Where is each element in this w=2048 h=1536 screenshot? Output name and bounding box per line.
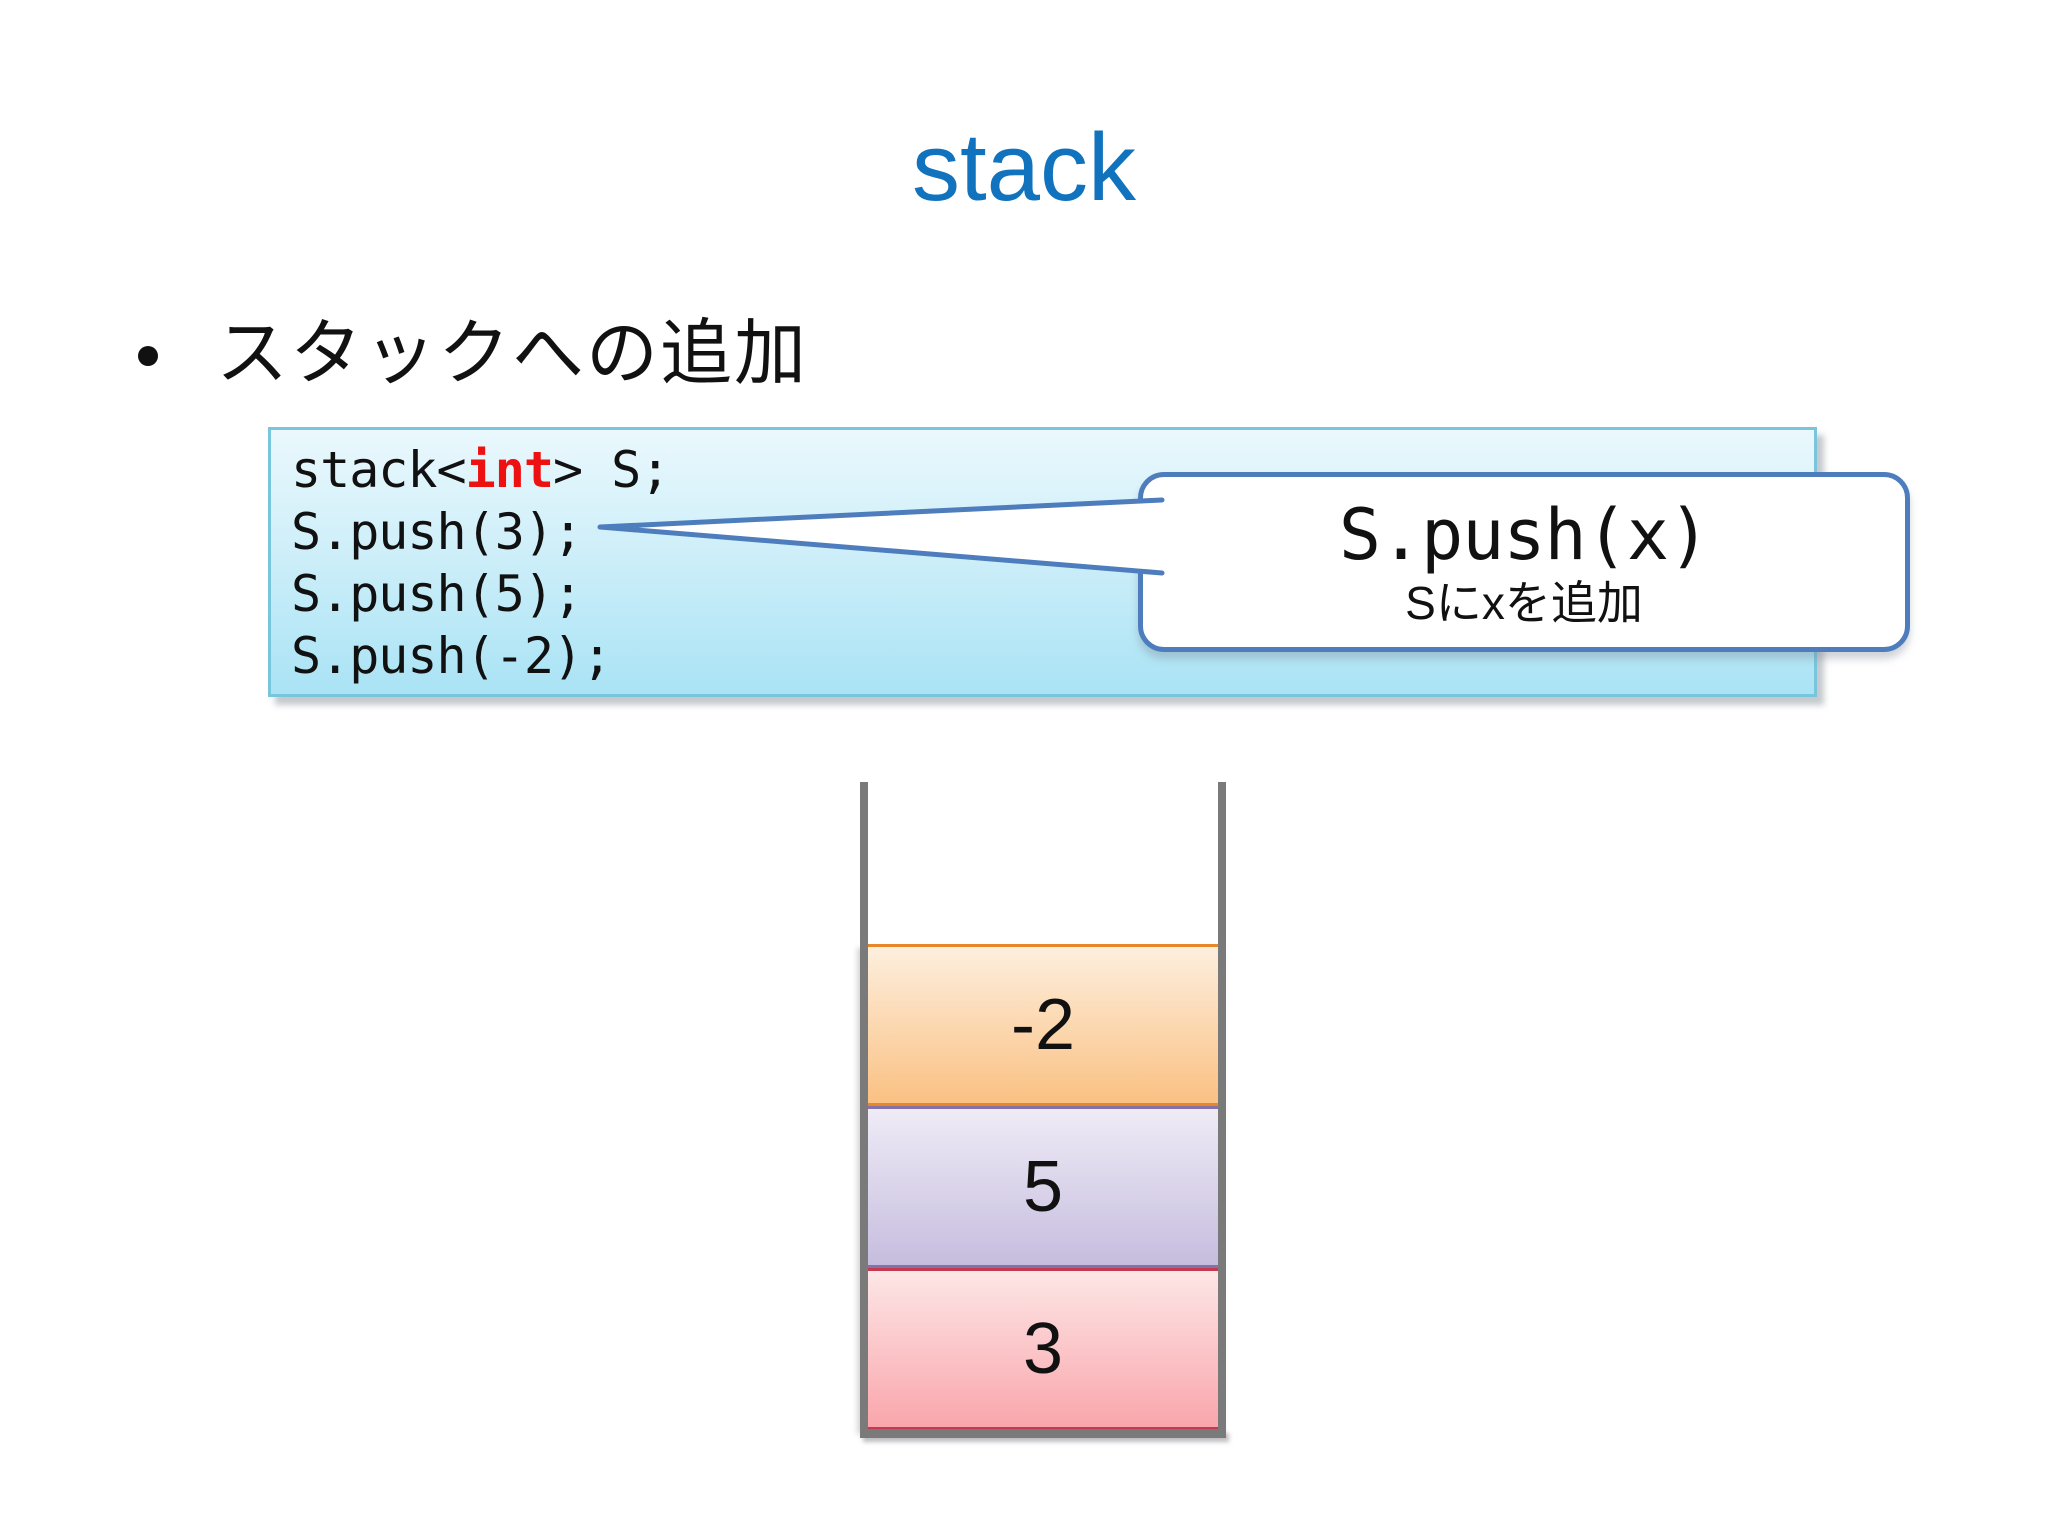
stack-visualization: -2 5 3 [860, 944, 1226, 1430]
code-line-1-post: > S; [552, 441, 670, 499]
code-line-1-pre: stack< [291, 441, 467, 499]
stack-container-bottom [860, 1429, 1226, 1438]
stack-item: 3 [860, 1268, 1226, 1430]
callout-bubble: S.push(x) Sにxを追加 [1138, 472, 1910, 652]
code-line-3: S.push(5); [291, 565, 583, 623]
code-line-4: S.push(-2); [291, 627, 612, 685]
code-lines: stack<int> S;S.push(3);S.push(5);S.push(… [271, 430, 1814, 687]
stack-container-right-wall [1218, 782, 1226, 1438]
stack-item: 5 [860, 1106, 1226, 1268]
code-line-2: S.push(3); [291, 503, 583, 561]
stack-container-left-wall [860, 782, 868, 1438]
stack-item: -2 [860, 944, 1226, 1106]
code-line-1: stack<int> S; [291, 439, 1814, 501]
callout-description: Sにxを追加 [1405, 577, 1643, 629]
bullet-text: スタックへの追加 [216, 314, 809, 394]
stack-item-value: 3 [1022, 1309, 1064, 1389]
code-keyword-int: int [465, 441, 554, 499]
stack-item-value: -2 [1010, 985, 1076, 1065]
bullet-icon [138, 346, 158, 366]
callout-title: S.push(x) [1338, 494, 1710, 576]
page-title: stack [911, 114, 1137, 221]
stack-item-value: 5 [1022, 1147, 1064, 1227]
